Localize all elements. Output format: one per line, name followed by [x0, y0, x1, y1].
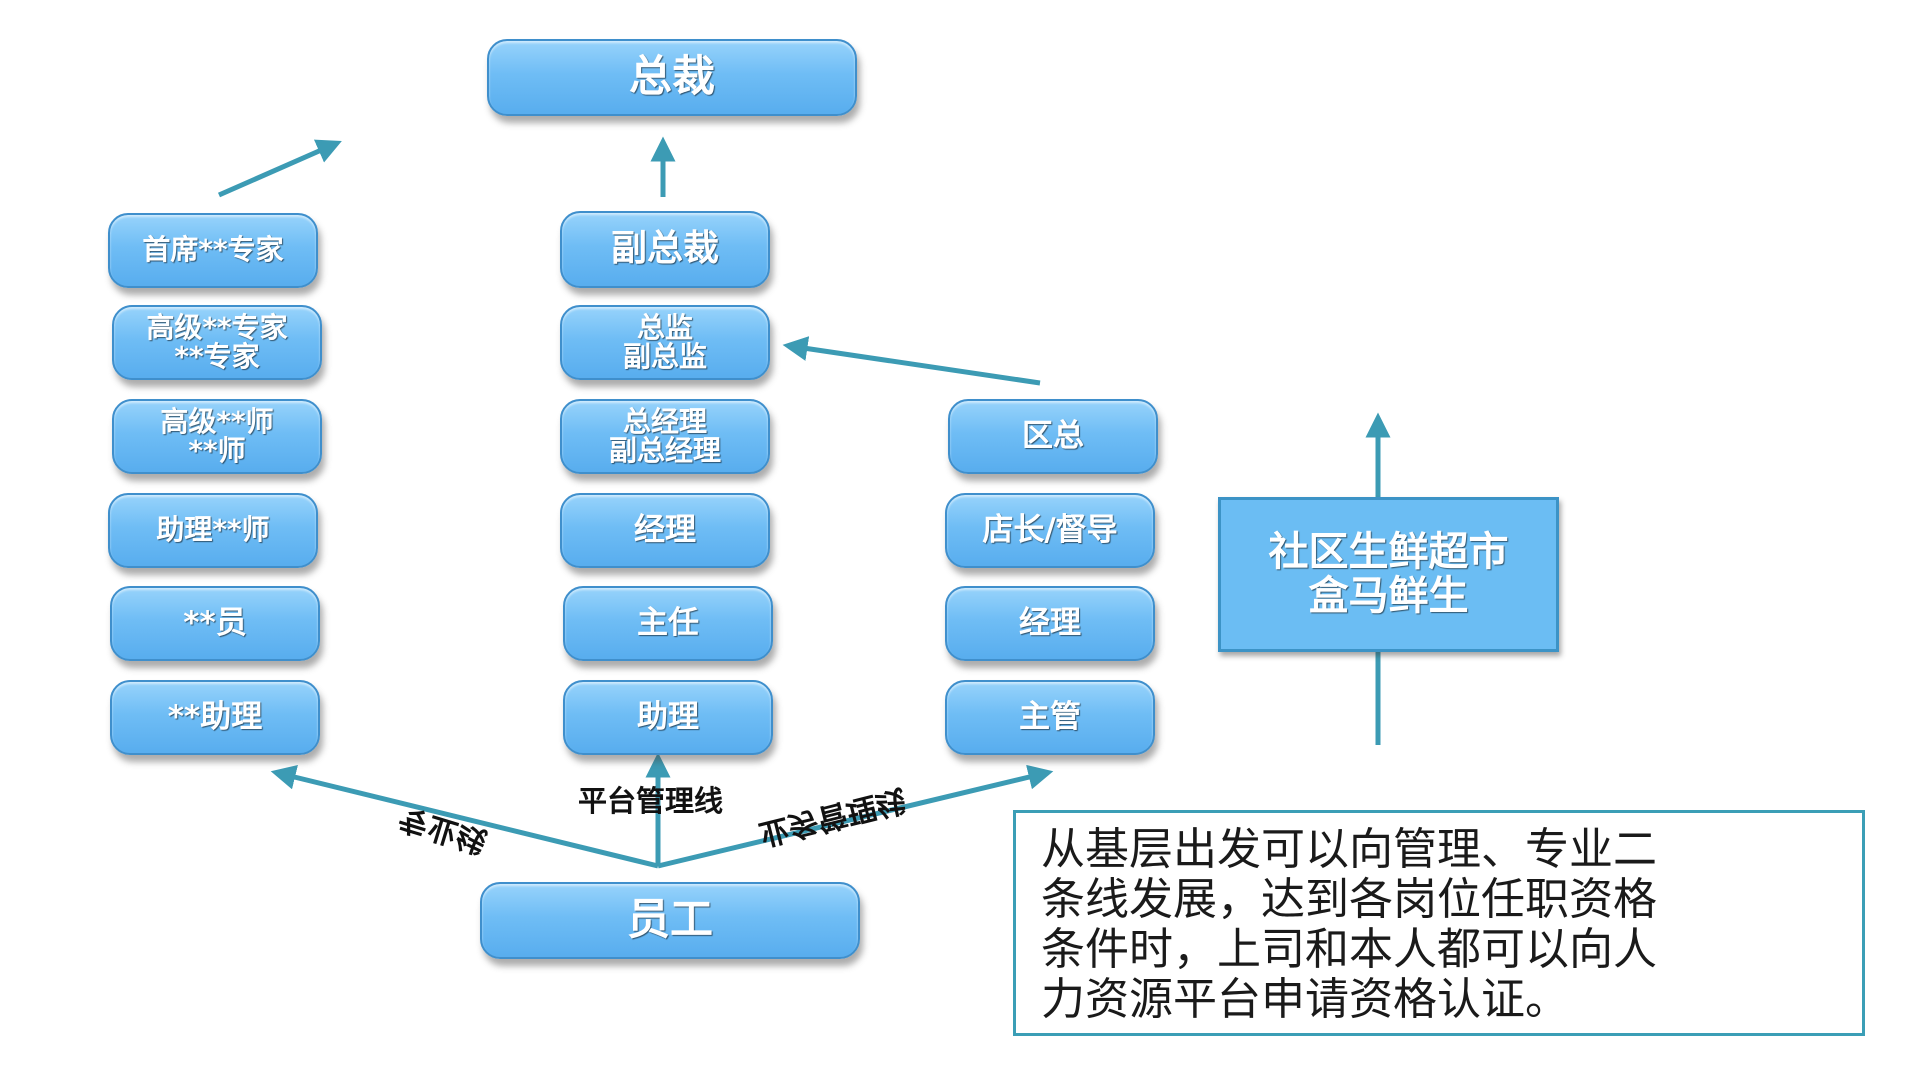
professional-level-6-label: **助理: [167, 698, 263, 735]
business-level-2-label: 店长/督导: [982, 511, 1118, 548]
professional-level-2: 高级**专家 **专家: [112, 305, 322, 380]
platform-level-3: 总经理 副总经理: [560, 399, 770, 474]
platform-level-1-label: 副总裁: [610, 228, 719, 270]
professional-level-3-label-b: **师: [188, 433, 246, 467]
platform-level-5-label: 主任: [637, 604, 699, 641]
arrow-business-to-director: [782, 336, 1041, 386]
platform-level-2-label-a: 总监: [636, 310, 693, 344]
arrow-employee-to-professional: [270, 765, 659, 869]
note-line-2: 条线发展，达到各岗位任职资格: [1041, 874, 1657, 925]
platform-level-3-label-b: 副总经理: [608, 433, 721, 467]
business-level-4: 主管: [945, 680, 1155, 755]
professional-level-2-label-b: **专家: [174, 339, 260, 373]
professional-level-2-label-a: 高级**专家: [146, 310, 288, 344]
business-level-2: 店长/督导: [945, 493, 1155, 568]
business-level-3-label: 经理: [1019, 604, 1081, 641]
employee-box: 员工: [480, 882, 860, 959]
note-line-3: 条件时，上司和本人都可以向人: [1041, 924, 1657, 975]
platform-line-label: 平台管理线: [578, 784, 724, 818]
employee-label: 员工: [627, 894, 713, 945]
president-label: 总裁: [629, 51, 715, 102]
note-line-4: 力资源平台申请资格认证。: [1041, 974, 1569, 1025]
professional-level-4-label: 助理**师: [156, 513, 270, 547]
professional-level-3: 高级**师 **师: [112, 399, 322, 474]
professional-level-5: **员: [110, 586, 320, 661]
platform-level-5: 主任: [563, 586, 773, 661]
business-level-3: 经理: [945, 586, 1155, 661]
professional-level-5-label: **员: [183, 604, 247, 641]
note-line-1: 从基层出发可以向管理、专业二: [1041, 824, 1657, 875]
platform-level-6-label: 助理: [637, 698, 699, 735]
president-box: 总裁: [487, 39, 857, 116]
professional-level-3-label-a: 高级**师: [160, 404, 274, 438]
business-level-4-label: 主管: [1019, 698, 1081, 735]
professional-level-6: **助理: [110, 680, 320, 755]
platform-level-4-label: 经理: [634, 511, 696, 548]
platform-level-2: 总监 副总监: [560, 305, 770, 380]
business-level-1: 区总: [948, 399, 1158, 474]
arrow-employee-to-business: [657, 764, 1054, 869]
professional-level-1: 首席**专家: [108, 213, 318, 288]
explanation-note: 从基层出发可以向管理、专业二 条线发展，达到各岗位任职资格 条件时，上司和本人都…: [1013, 810, 1865, 1036]
platform-level-4: 经理: [560, 493, 770, 568]
company-box: 社区生鲜超市 盒马鲜生: [1218, 497, 1559, 652]
company-box-line-1: 社区生鲜超市: [1268, 529, 1509, 576]
company-box-line-2: 盒马鲜生: [1308, 572, 1469, 619]
professional-level-1-label: 首席**专家: [142, 233, 284, 267]
professional-level-4: 助理**师: [108, 493, 318, 568]
platform-level-2-label-b: 副总监: [622, 339, 707, 373]
arrow-professional-to-president: [217, 139, 342, 198]
business-level-1-label: 区总: [1022, 417, 1084, 454]
platform-level-3-label-a: 总经理: [622, 404, 707, 438]
platform-level-1: 副总裁: [560, 211, 770, 288]
platform-level-6: 助理: [563, 680, 773, 755]
